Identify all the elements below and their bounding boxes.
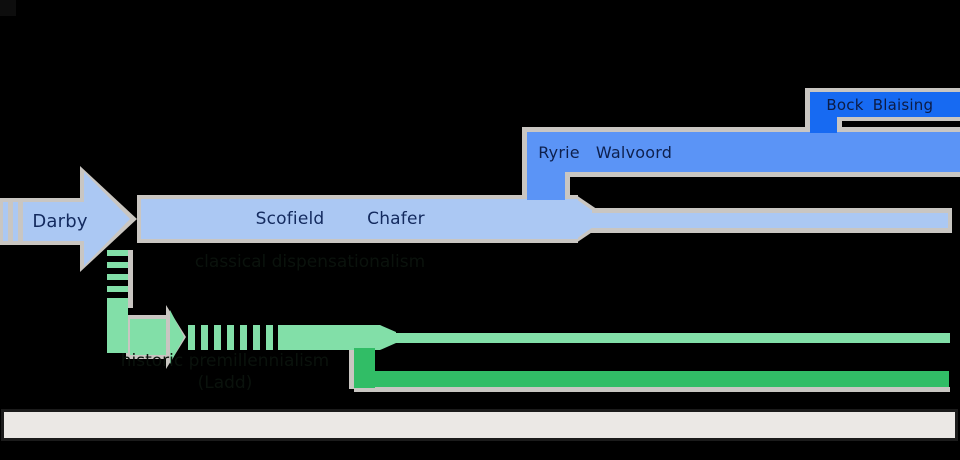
darby-arrow-body — [3, 202, 86, 241]
caption-green-stream-line1: historic premillennialism — [120, 351, 330, 371]
darby-label: Darby — [32, 211, 88, 232]
darby-tail-hatch-stripe — [18, 202, 23, 241]
ryrie-label: Ryrie — [538, 142, 580, 162]
revised-band — [527, 132, 960, 172]
scofield-label: Scofield — [255, 209, 325, 229]
classical-band-extension — [588, 213, 948, 228]
classical-band — [141, 199, 578, 239]
green-band-solid — [278, 325, 380, 350]
caption-green-stream-line2: (Ladd) — [197, 373, 253, 393]
darkgreen-band-outline-bottom — [354, 387, 950, 392]
green-arrow-body — [130, 319, 166, 355]
darkgreen-band — [354, 371, 949, 387]
green-band-taper — [380, 325, 396, 350]
blaising-label: Blaising — [872, 95, 934, 114]
chafer-label: Chafer — [367, 209, 425, 229]
progressive-connector-outline-left — [805, 117, 810, 133]
green-branch-outline — [128, 250, 133, 308]
progressive-band — [810, 92, 960, 117]
progressive-connector-outline-right — [837, 117, 842, 129]
walvoord-label: Walvoord — [595, 142, 673, 162]
revised-band-connector — [527, 172, 565, 200]
darkgreen-branch-outline-left — [349, 349, 354, 389]
timeline-bar — [1, 409, 958, 441]
green-band-hatched — [188, 325, 278, 350]
green-band-extension — [394, 333, 950, 343]
green-branch-hatched-vertical — [107, 250, 128, 306]
caption-classical-era: classical dispensationalism — [194, 252, 426, 272]
classical-band-taper — [576, 199, 592, 239]
green-branch-elbow — [107, 303, 128, 353]
corner-artifact — [0, 0, 16, 16]
bock-label: Bock — [826, 95, 864, 114]
revised-connector-outline-left — [522, 172, 527, 199]
progressive-band-connector — [810, 117, 837, 133]
darby-tail-hatch-stripe — [8, 202, 13, 241]
revised-connector-outline-right — [565, 172, 570, 199]
